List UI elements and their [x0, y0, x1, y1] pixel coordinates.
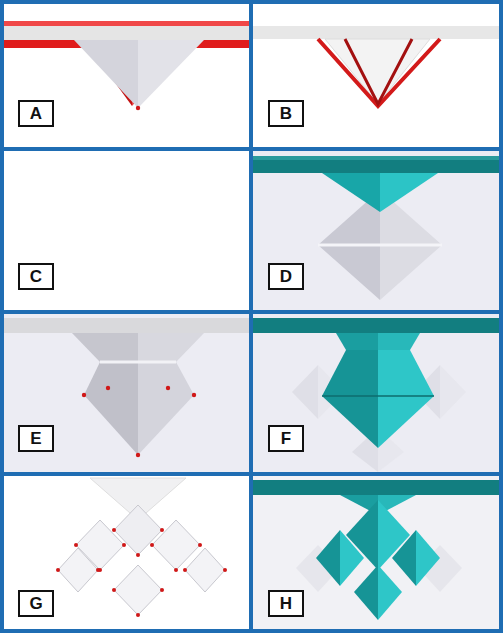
panel-letter: H — [280, 595, 292, 612]
panel-letter-box: F — [268, 425, 304, 452]
panel-letter: D — [280, 268, 292, 285]
panel-letter: E — [30, 430, 41, 447]
panel-letter: G — [29, 595, 42, 612]
panel-letter-box: D — [268, 263, 304, 290]
panel-letter: B — [280, 105, 292, 122]
panel-letter: F — [281, 430, 291, 447]
panel-letter-box: G — [18, 590, 54, 617]
panel-letter-box: C — [18, 263, 54, 290]
panel-letter: A — [30, 105, 42, 122]
panel-letter-box: H — [268, 590, 304, 617]
panel-letter-box: A — [18, 100, 54, 127]
panel-letter-box: E — [18, 425, 54, 452]
panel-letter: C — [30, 268, 42, 285]
panel-letter-box: B — [268, 100, 304, 127]
